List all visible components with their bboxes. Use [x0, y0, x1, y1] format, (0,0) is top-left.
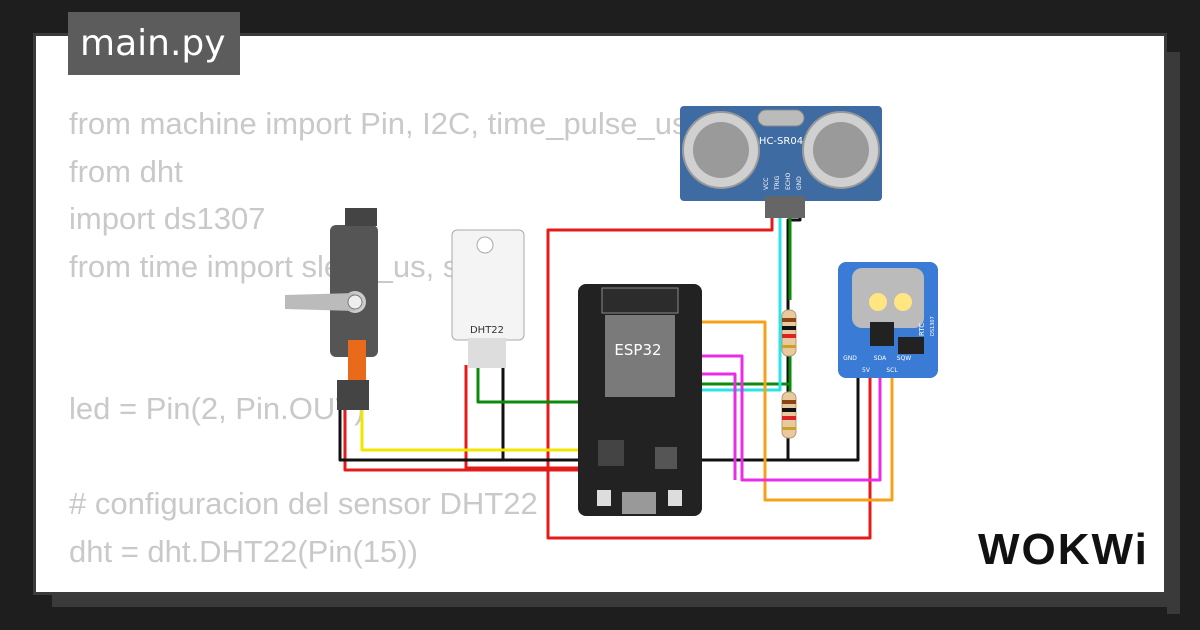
- wire-red: [546, 200, 872, 540]
- rtc-pin-5v: 5V: [862, 367, 871, 374]
- rtc-chip-label: DS1307: [930, 316, 936, 336]
- rtc-pin-sqw: SQW: [897, 355, 912, 362]
- pin-label-gnd: GND: [796, 176, 803, 190]
- code-line: from dht: [69, 153, 183, 189]
- wire-black: [501, 365, 585, 462]
- wire-black: [698, 368, 860, 462]
- code-preview: from machine import Pin, I2C, time_pulse…: [69, 100, 688, 575]
- ultrasonic-label: HC-SR04: [759, 136, 803, 147]
- frame-shadow-bottom: [52, 595, 1180, 607]
- wire-red: [464, 365, 585, 470]
- rtc-pin-sda: SDA: [874, 355, 887, 362]
- ultrasonic-sensor[interactable]: HC-SR04 VCC TRIG ECHO GND: [680, 106, 882, 218]
- code-line: from machine import Pin, I2C, time_pulse…: [69, 106, 688, 141]
- code-line: import ds1307: [69, 201, 266, 236]
- wire-red: [343, 395, 585, 472]
- rtc-module[interactable]: RTC DS1307 GND 5V SDA SCL SQW: [838, 262, 938, 378]
- rtc-pin-scl: SCL: [886, 367, 898, 374]
- wire-yellow: [360, 395, 585, 452]
- wire-cyan: [698, 200, 782, 392]
- pin-label-trig: TRIG: [774, 175, 781, 191]
- wokwi-logo: WOKWi: [978, 525, 1149, 574]
- servo-motor[interactable]: [285, 208, 378, 410]
- pin-label-echo: ECHO: [785, 173, 792, 190]
- pin-label-vcc: VCC: [763, 178, 770, 190]
- wire-orange: [698, 320, 894, 502]
- wire-green: [476, 365, 585, 404]
- resistor-1: [781, 309, 797, 357]
- dht22-sensor[interactable]: DHT22: [451, 229, 525, 368]
- rtc-pin-gnd: GND: [843, 355, 857, 362]
- wire-magenta: [698, 372, 737, 480]
- resistor-2: [781, 391, 797, 439]
- dht-label: DHT22: [470, 325, 504, 336]
- code-line: # configuracion del sensor DHT22: [69, 486, 538, 521]
- code-line: dht = dht.DHT22(Pin(15)): [69, 533, 418, 569]
- code-line: led = Pin(2, Pin.OUT): [69, 391, 365, 426]
- file-tab[interactable]: main.py: [68, 12, 240, 75]
- esp32-label: ESP32: [614, 341, 661, 359]
- rtc-label: RTC: [918, 323, 926, 336]
- frame-shadow-right: [1167, 52, 1180, 614]
- esp32-board[interactable]: ESP32: [578, 284, 702, 516]
- wire-magenta: [698, 354, 882, 482]
